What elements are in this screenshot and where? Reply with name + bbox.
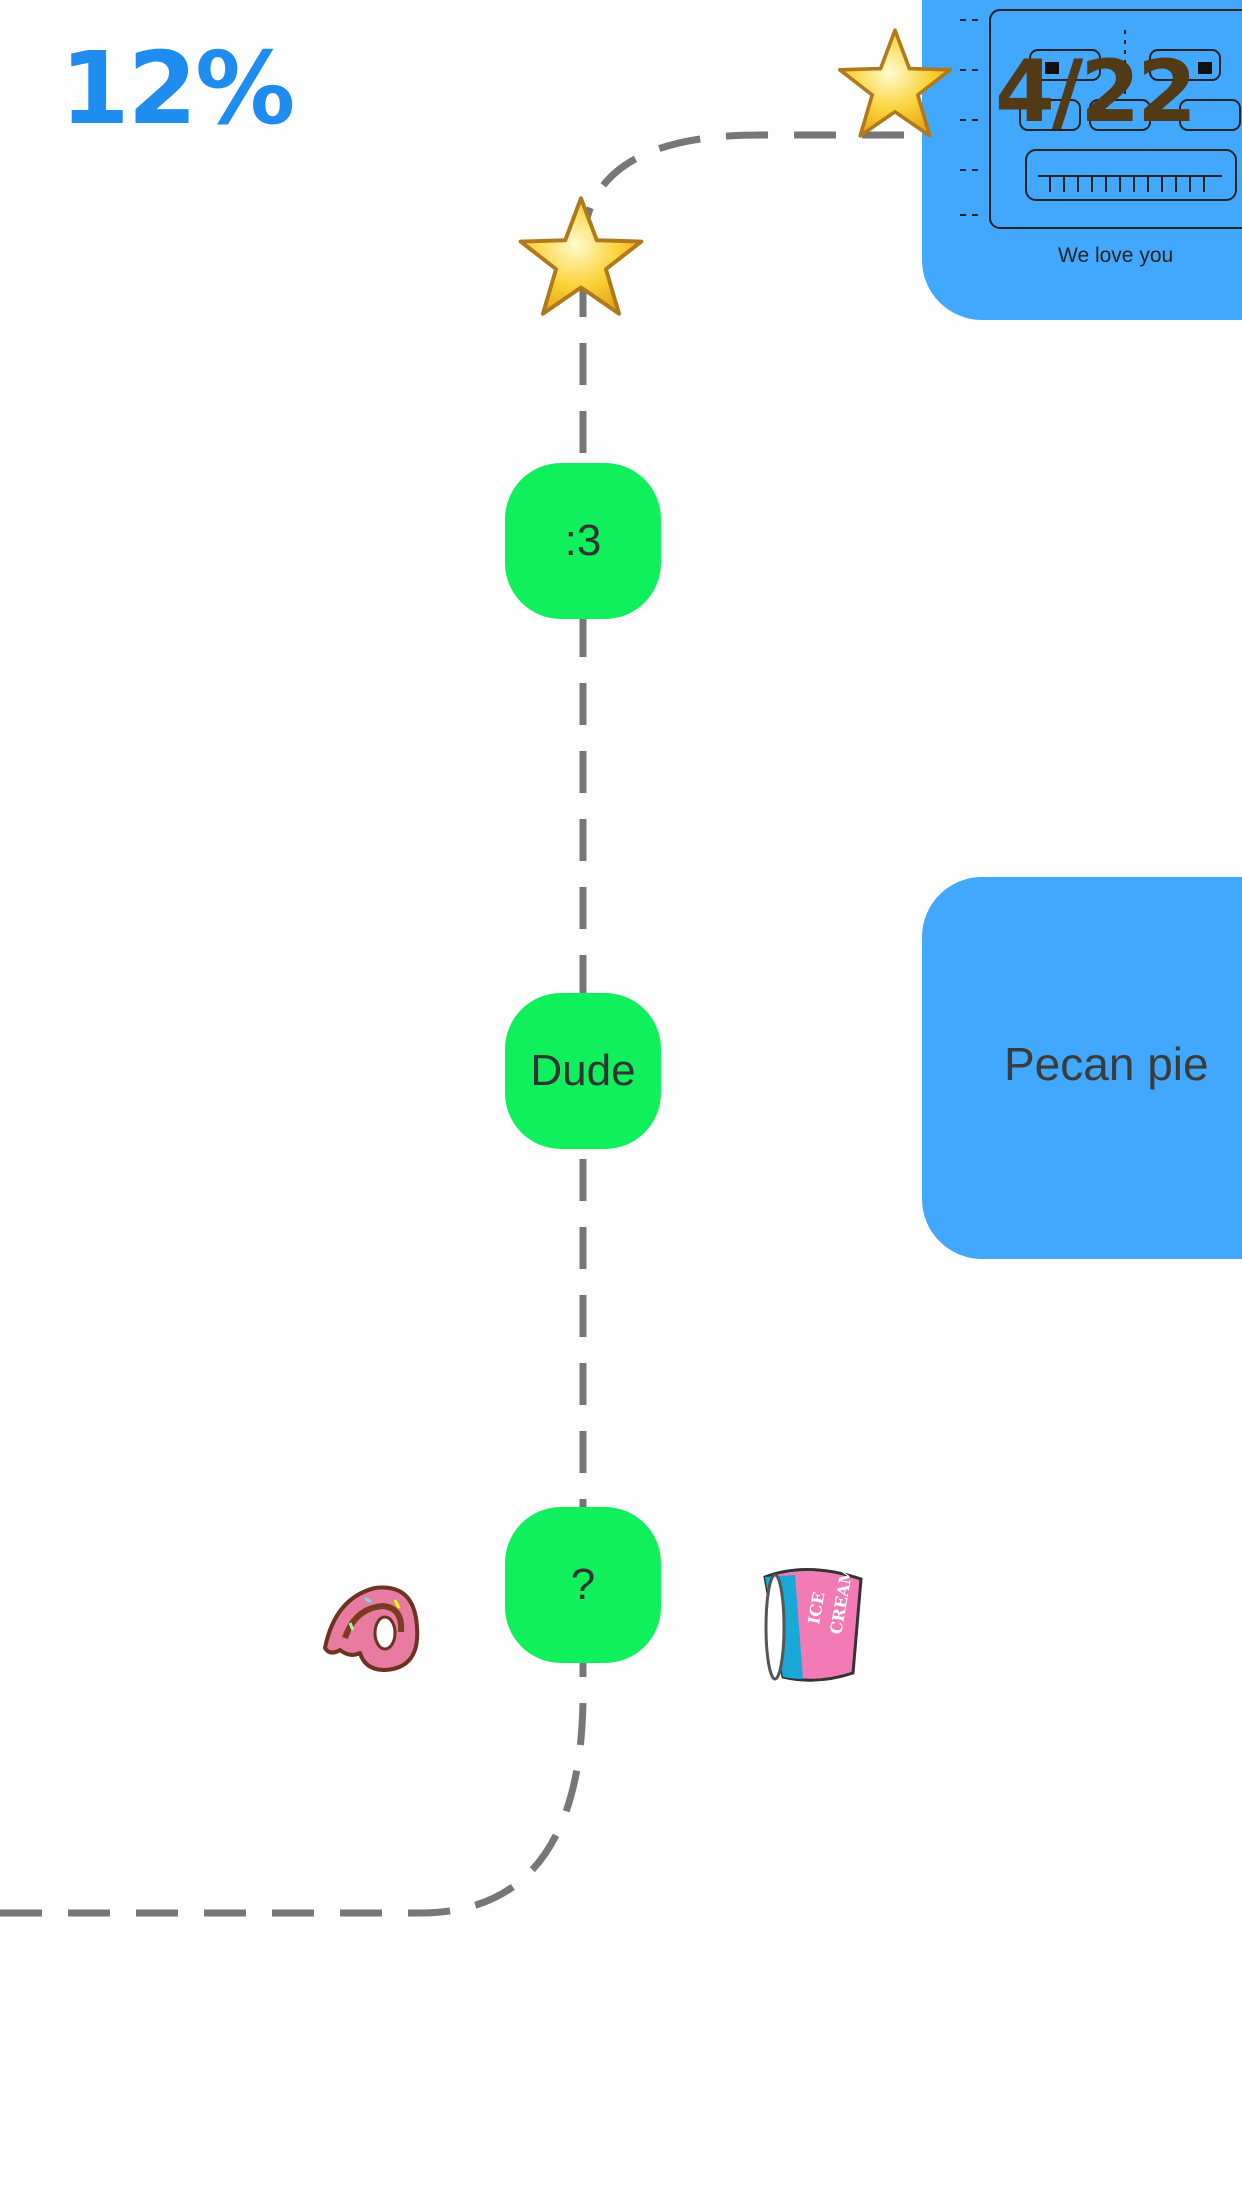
donut-icon (323, 1585, 420, 1672)
keyboard-drawing-icon (960, 9, 1242, 229)
progress-percent: 12% (60, 30, 295, 147)
card-text: Pecan pie (1004, 1038, 1209, 1090)
level-node-2[interactable]: Dude (505, 993, 661, 1149)
stars-counter: 4/22 (995, 42, 1197, 142)
card-caption: We love you (1058, 244, 1174, 267)
level-node-3[interactable]: ? (505, 1507, 661, 1663)
level-node-1[interactable]: :3 (505, 463, 661, 619)
star-icon (838, 28, 952, 138)
ice-cream-cup-icon: ICE CREAM (763, 1565, 863, 1682)
path-star-icon (518, 196, 644, 316)
message-card-pecan[interactable]: Pecan pie (922, 877, 1242, 1259)
message-card-top[interactable]: We love you (922, 0, 1242, 320)
